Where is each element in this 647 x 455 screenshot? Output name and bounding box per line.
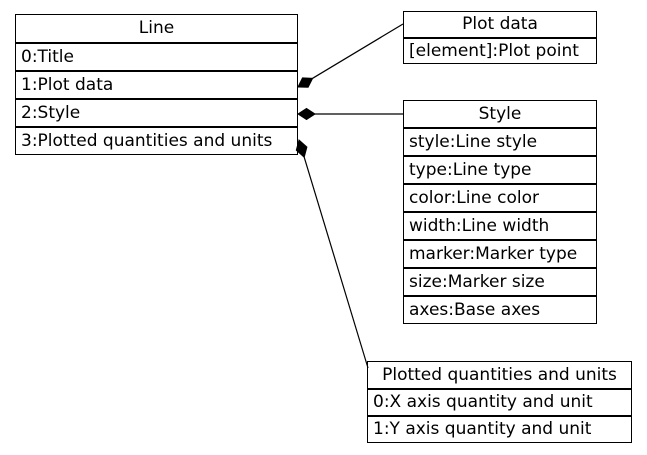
plot-data-box: Plot data [element]:Plot point: [403, 11, 597, 64]
composition-link-plot-data: [297, 23, 404, 88]
plotted-quantities-box-row-x: 0:X axis quantity and unit: [367, 389, 632, 416]
line-box-row-plot-data: 1:Plot data: [15, 71, 298, 99]
plot-data-box-row-element: [element]:Plot point: [403, 38, 597, 64]
line-box-row-title: 0:Title: [15, 43, 298, 71]
line-box-row-plotted-quantities: 3:Plotted quantities and units: [15, 127, 298, 155]
style-box-row-width: width:Line width: [403, 212, 597, 240]
style-box-row-style: style:Line style: [403, 128, 597, 156]
composition-diamond-icon: [297, 107, 316, 121]
line-class-box: Line 0:Title 1:Plot data 2:Style 3:Plott…: [15, 14, 298, 155]
line-box-row-style: 2:Style: [15, 99, 298, 127]
style-box-row-axes: axes:Base axes: [403, 296, 597, 324]
style-box-title: Style: [403, 100, 597, 128]
plot-data-box-title: Plot data: [403, 11, 597, 38]
composition-diamond-icon: [297, 77, 314, 88]
style-box-row-size: size:Marker size: [403, 268, 597, 296]
composition-link-plotted-quantities: [295, 139, 369, 369]
composition-link-style: [297, 107, 403, 121]
style-box: Style style:Line style type:Line type co…: [403, 100, 597, 324]
plotted-quantities-box-title: Plotted quantities and units: [367, 361, 632, 389]
style-box-row-marker: marker:Marker type: [403, 240, 597, 268]
plotted-quantities-box: Plotted quantities and units 0:X axis qu…: [367, 361, 632, 443]
style-box-row-type: type:Line type: [403, 156, 597, 184]
line-box-title: Line: [15, 14, 298, 43]
plotted-quantities-box-row-y: 1:Y axis quantity and unit: [367, 416, 632, 443]
style-box-row-color: color:Line color: [403, 184, 597, 212]
